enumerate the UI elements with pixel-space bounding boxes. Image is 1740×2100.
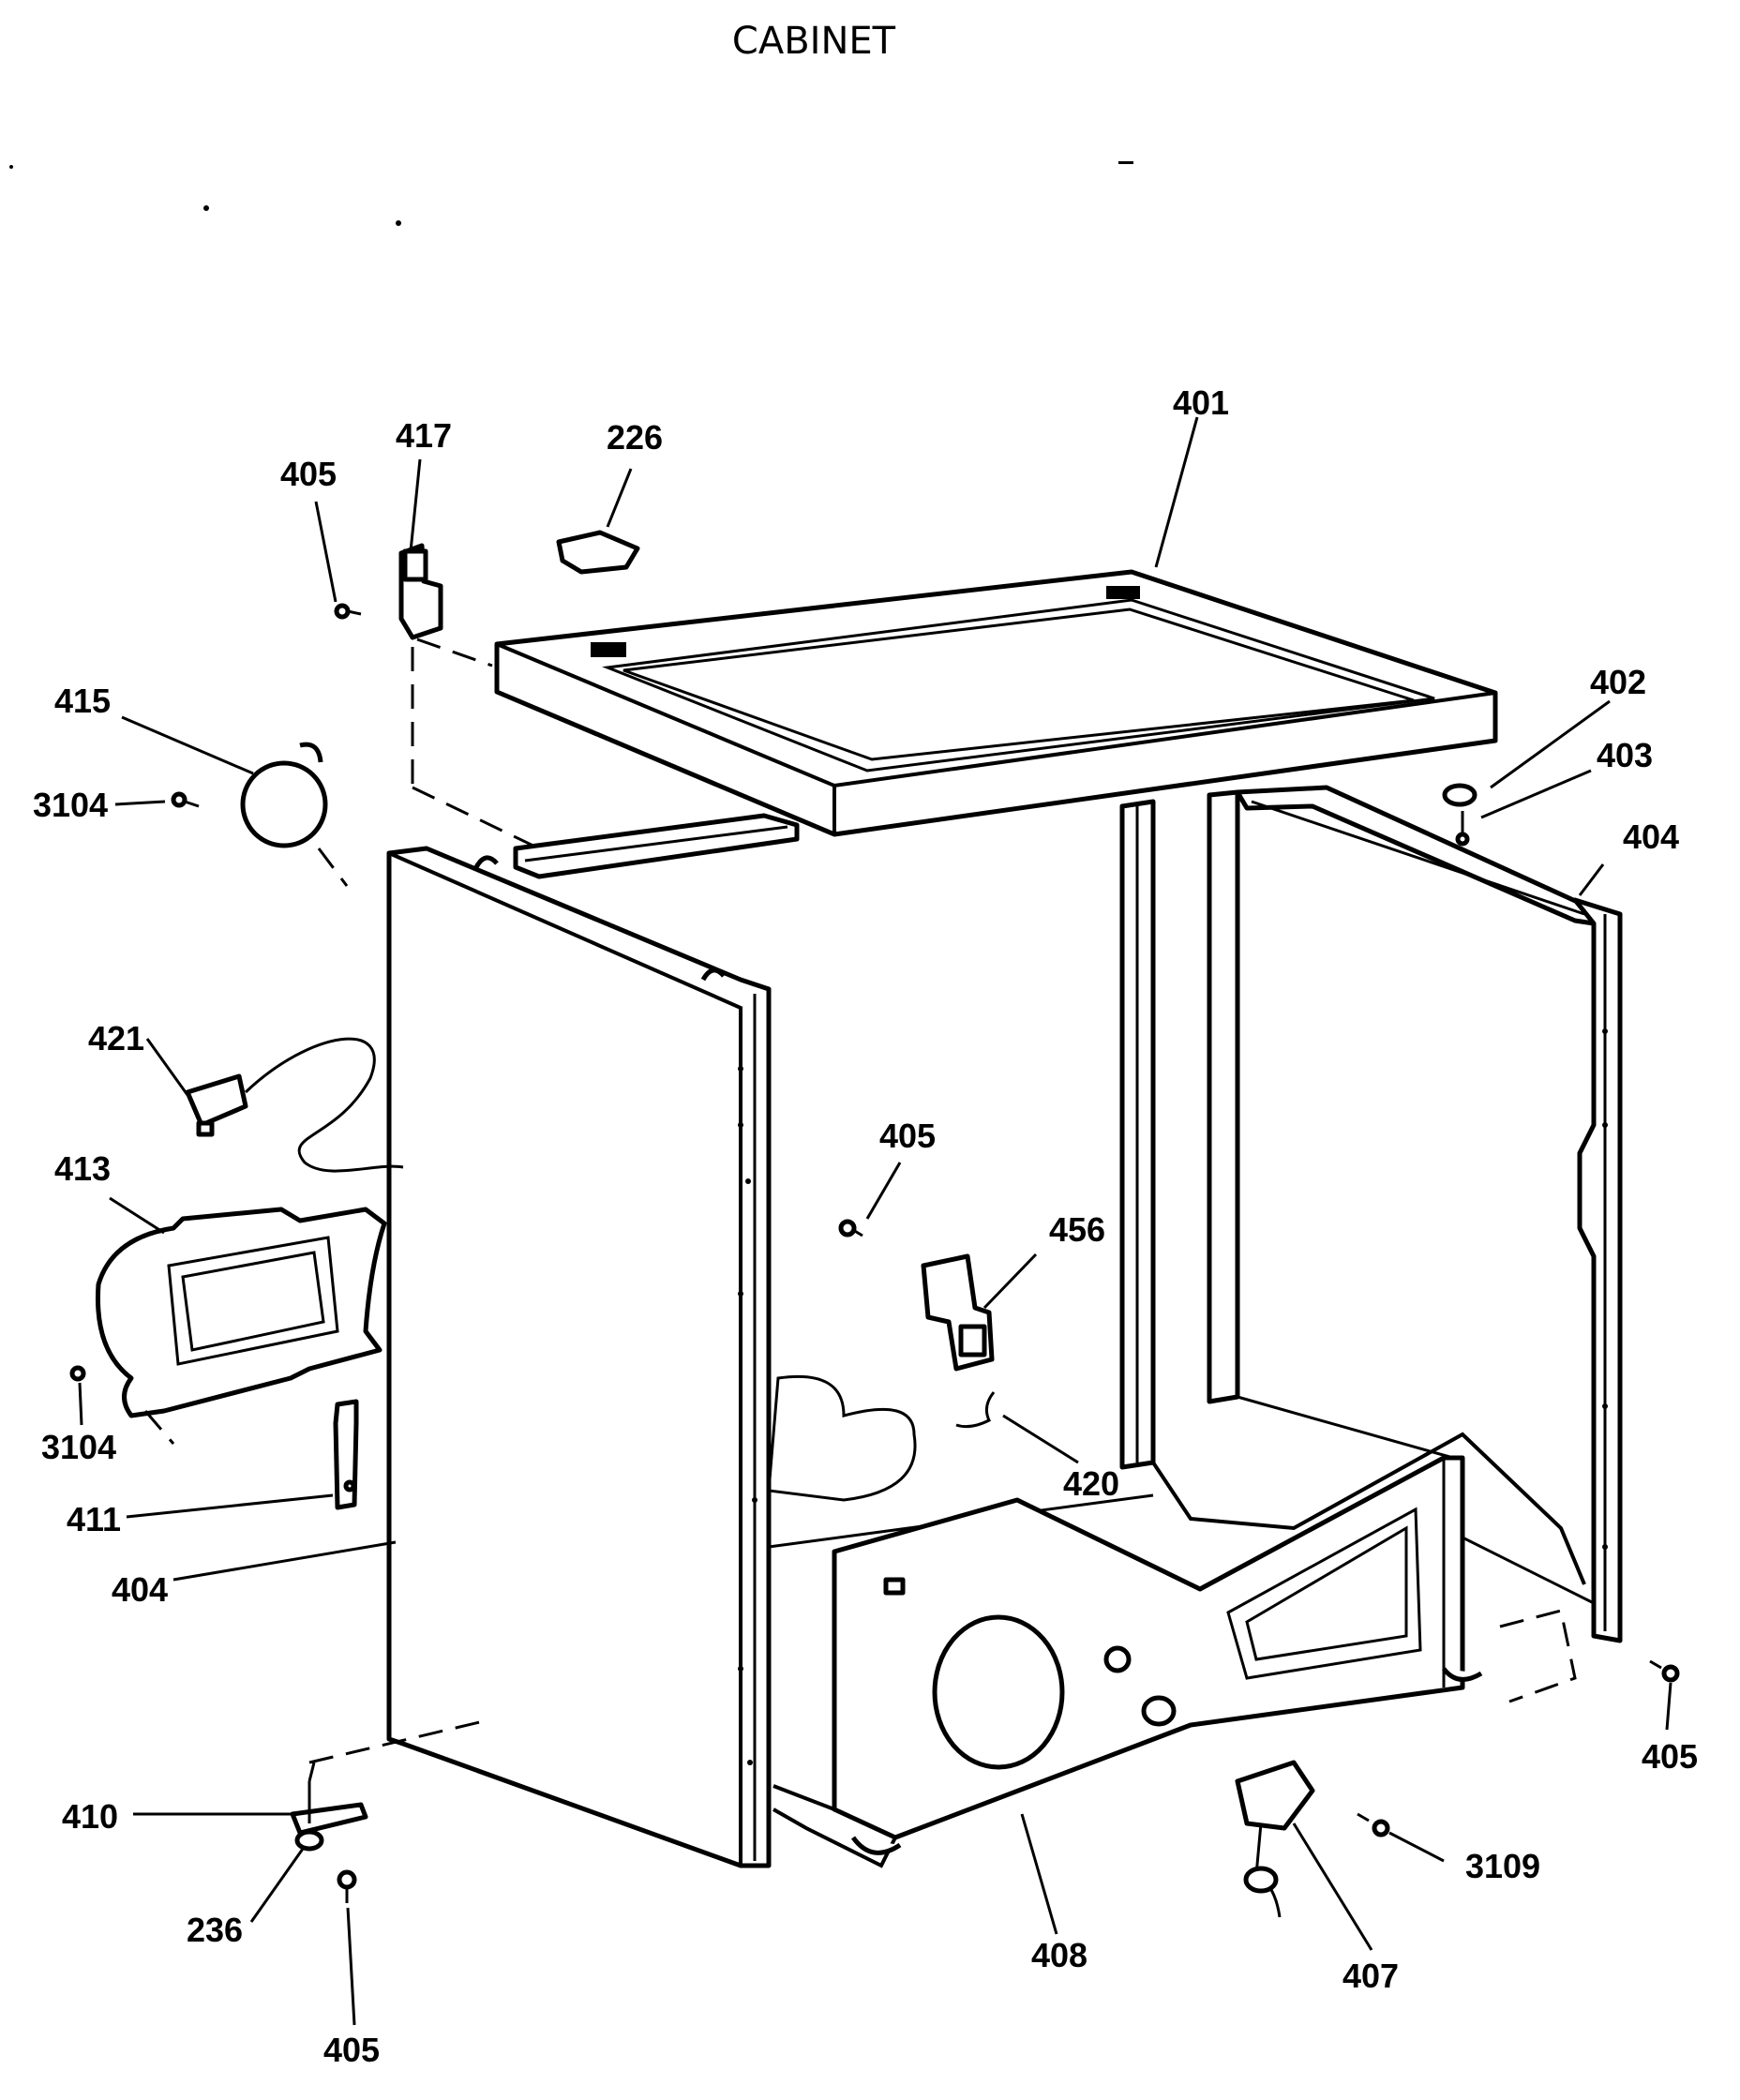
label-413: 413 (54, 1149, 111, 1188)
label-402: 402 (1590, 663, 1646, 701)
label-404-left: 404 (112, 1570, 168, 1609)
screw-3104-bottom-part (69, 1365, 86, 1382)
label-3109: 3109 (1465, 1847, 1540, 1885)
label-405-bottom: 405 (323, 2031, 380, 2069)
panel-413-part (95, 1207, 387, 1418)
label-401: 401 (1173, 383, 1229, 422)
washer-236-part (294, 1829, 324, 1852)
label-421: 421 (88, 1019, 144, 1058)
top-panel-part (494, 569, 1498, 837)
screw-3109-part (1357, 1812, 1390, 1838)
front-bulkhead-part (772, 1455, 1483, 1868)
part-labels: 401 417 226 405 415 3104 402 403 404 421… (33, 383, 1698, 2069)
diagram-title: CABINET (732, 20, 896, 63)
label-411: 411 (67, 1500, 121, 1538)
label-415: 415 (54, 682, 111, 720)
screw-403-part (1455, 811, 1470, 847)
leader-lines (78, 416, 1672, 2026)
bracket-417-part (398, 543, 443, 640)
screw-3104-top-part (171, 791, 200, 808)
label-236: 236 (187, 1911, 243, 1949)
switch-411-part (333, 1399, 359, 1510)
label-226: 226 (607, 418, 663, 457)
label-3104-top: 3104 (33, 786, 108, 824)
sensor-407-part (1235, 1760, 1315, 1918)
label-456: 456 (1049, 1210, 1105, 1249)
screw-405-right-part (1649, 1659, 1680, 1683)
bracket-456-part (921, 1253, 995, 1372)
assembly-dashed-lines (143, 638, 1577, 1782)
left-side-panel-part (386, 846, 772, 1868)
label-405-right: 405 (1642, 1737, 1698, 1776)
clip-420-part (955, 1391, 996, 1429)
scan-specks (9, 161, 1133, 226)
label-408: 408 (1031, 1936, 1088, 1974)
screw-405-top-part (334, 603, 362, 620)
label-405-top: 405 (280, 455, 337, 493)
power-cord-421-part (185, 1037, 404, 1173)
bracket-410-part (290, 1781, 368, 1836)
clip-226-part (556, 530, 640, 575)
screw-405-bottom-part (337, 1869, 357, 1903)
label-404-right: 404 (1623, 818, 1679, 856)
rear-frame-part (513, 785, 1597, 1605)
label-417: 417 (396, 416, 452, 455)
label-3104-bottom: 3104 (41, 1428, 116, 1466)
label-420: 420 (1063, 1464, 1119, 1503)
bumper-402-part (1442, 783, 1478, 807)
right-side-panel-part (1572, 897, 1623, 1643)
label-403: 403 (1597, 736, 1653, 774)
label-407: 407 (1342, 1957, 1399, 1995)
screw-405-mid-part (838, 1219, 863, 1238)
label-405-mid: 405 (879, 1117, 936, 1155)
cover-415-part (240, 742, 328, 848)
label-410: 410 (62, 1797, 118, 1836)
